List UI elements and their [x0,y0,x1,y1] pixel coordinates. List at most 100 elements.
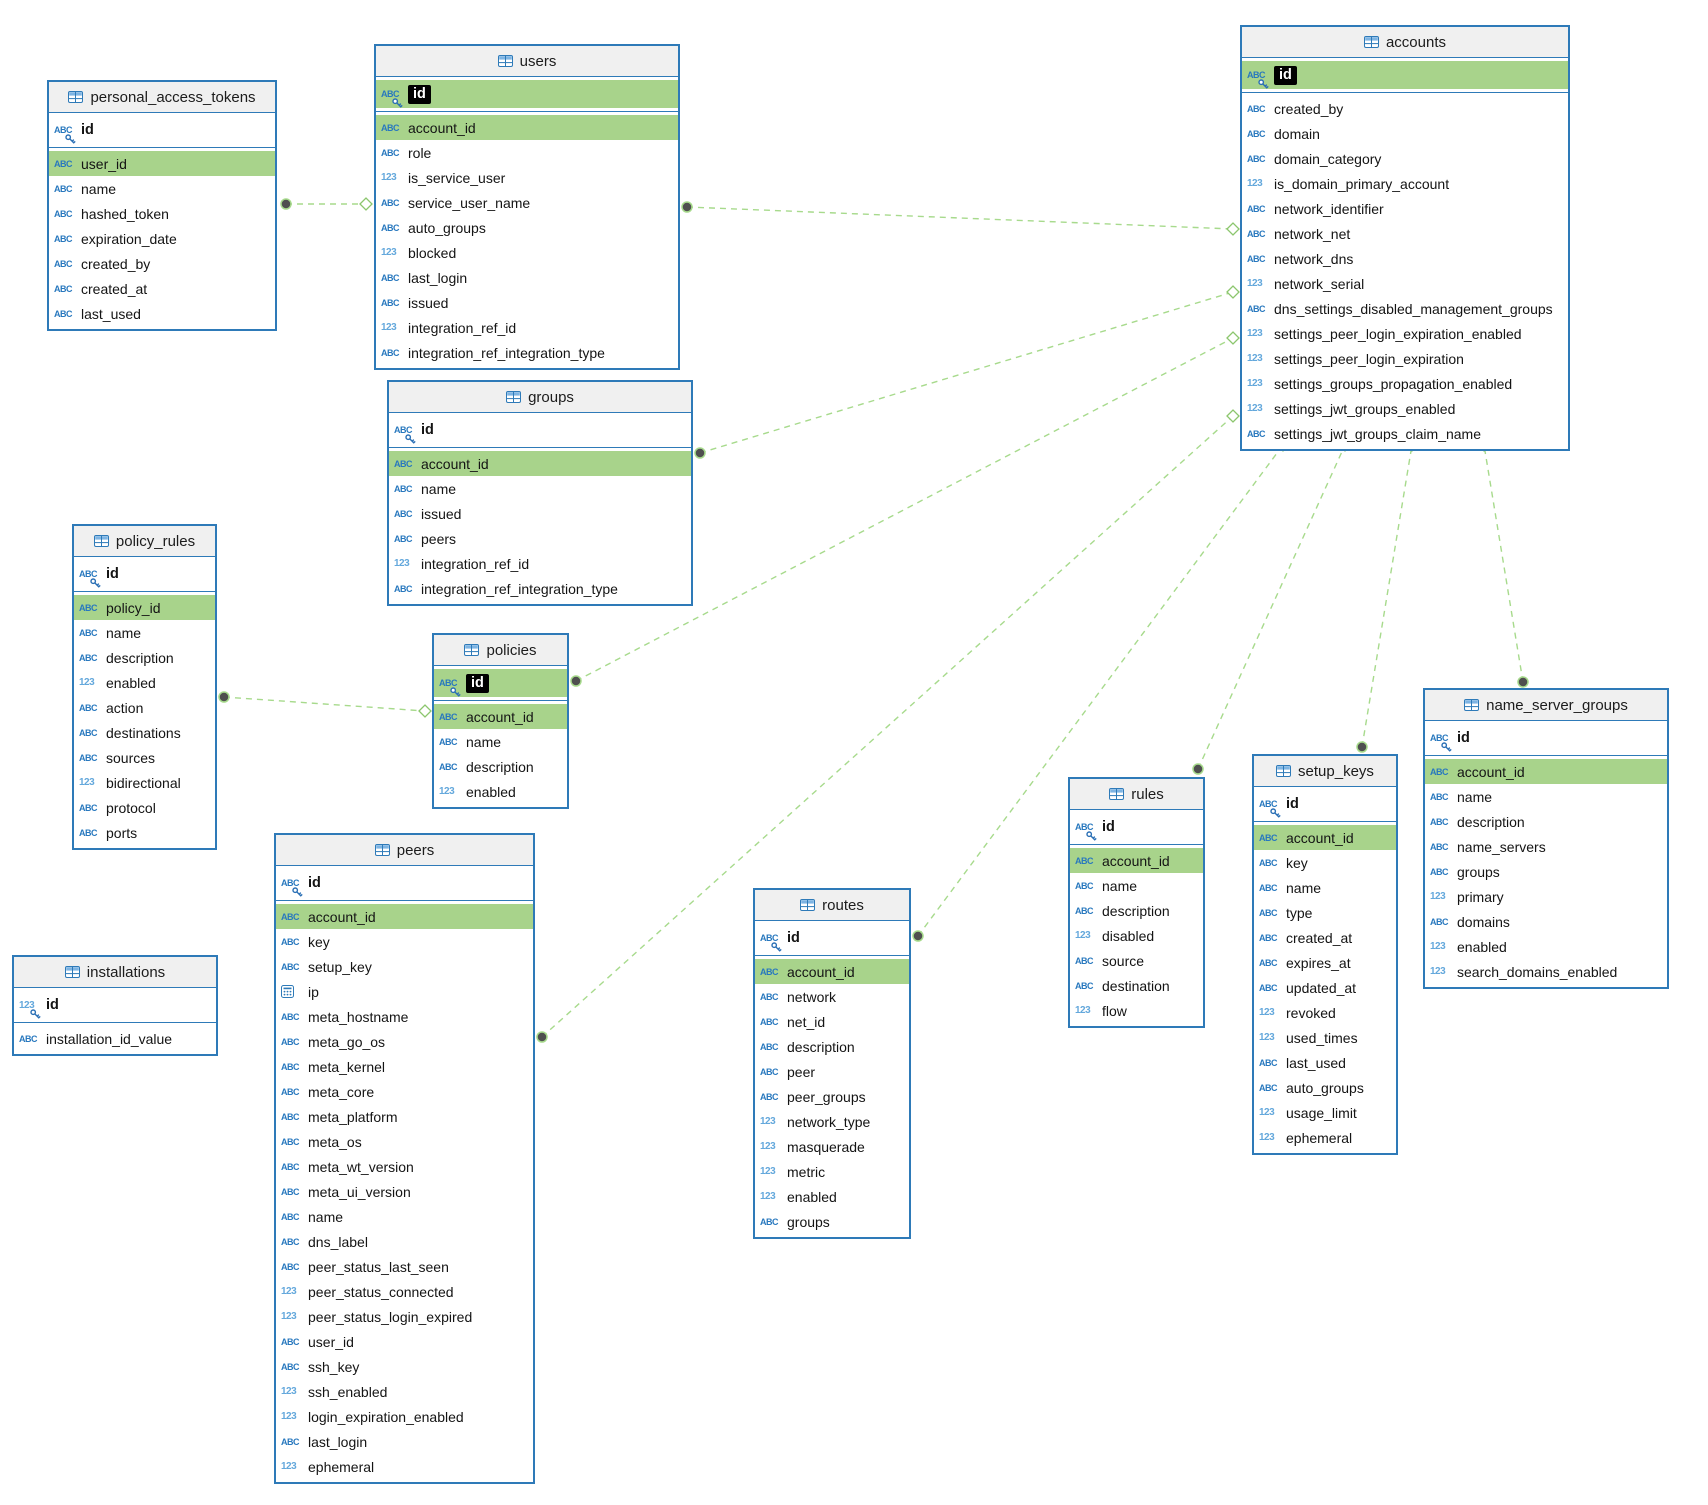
table-header-setup_keys[interactable]: setup_keys [1254,756,1396,787]
table-header-routes[interactable]: routes [755,890,909,921]
column-row-ip[interactable]: ip [276,979,533,1004]
table-header-personal_access_tokens[interactable]: personal_access_tokens [49,82,275,113]
table-header-groups[interactable]: groups [389,382,691,413]
table-header-peers[interactable]: peers [276,835,533,866]
table-header-policy_rules[interactable]: policy_rules [74,526,215,557]
table-header-policies[interactable]: policies [434,635,567,666]
